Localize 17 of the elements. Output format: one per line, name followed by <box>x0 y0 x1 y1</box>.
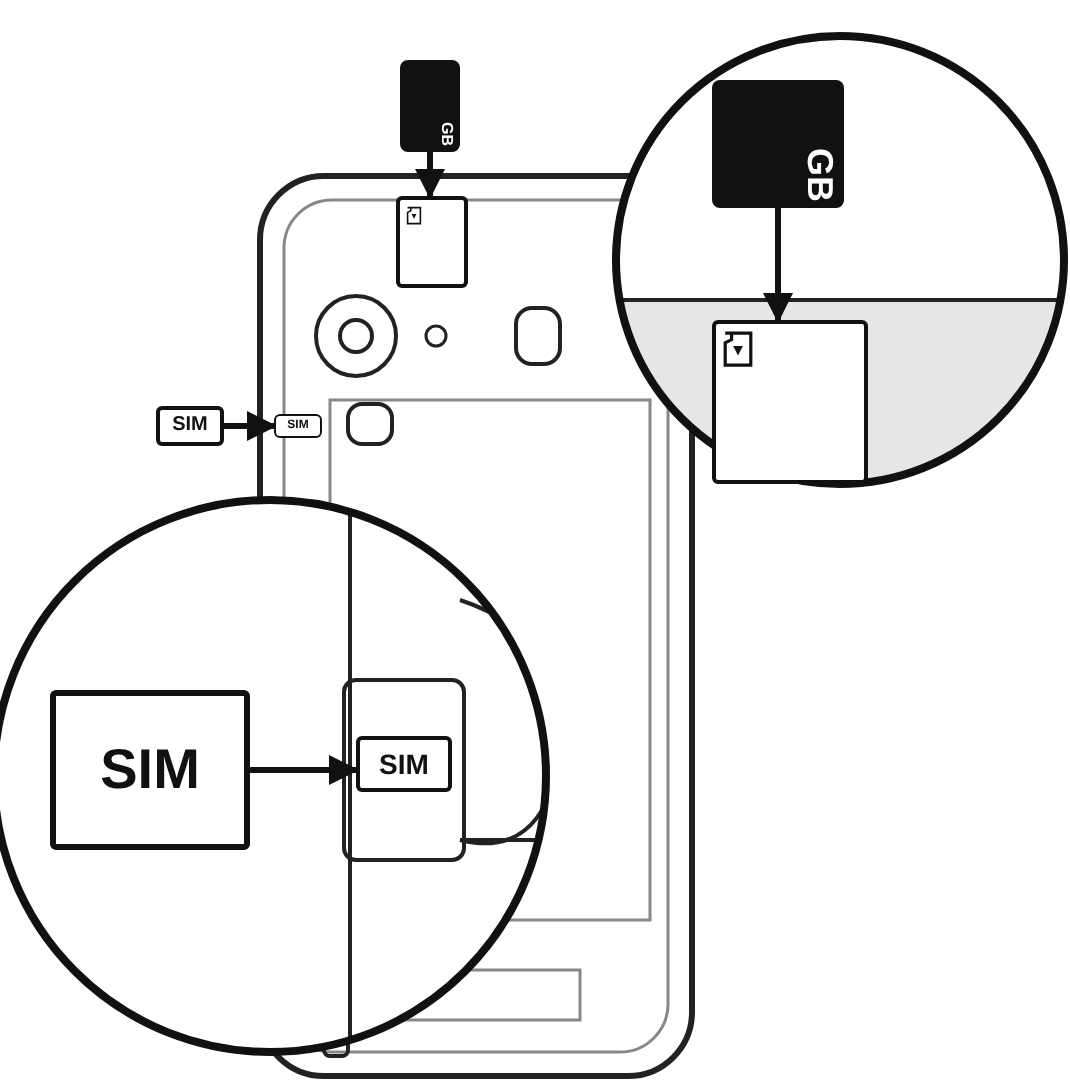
card-slot <box>712 320 868 484</box>
arrow <box>415 152 445 199</box>
arrow <box>763 208 793 323</box>
card-slot <box>396 196 468 288</box>
arrow <box>250 755 359 785</box>
sim-card <box>156 406 224 446</box>
card-text: SIM <box>172 416 208 436</box>
memory-card <box>712 80 844 208</box>
arrow <box>224 411 277 441</box>
card-text: SIM <box>379 750 429 778</box>
card-text: GB <box>438 122 454 146</box>
card-text: GB <box>802 148 838 202</box>
memory-card <box>400 60 460 152</box>
sim-slot <box>356 736 452 792</box>
sim-slot <box>274 414 322 438</box>
sim-card <box>50 690 250 850</box>
card-text: SIM <box>100 742 200 798</box>
